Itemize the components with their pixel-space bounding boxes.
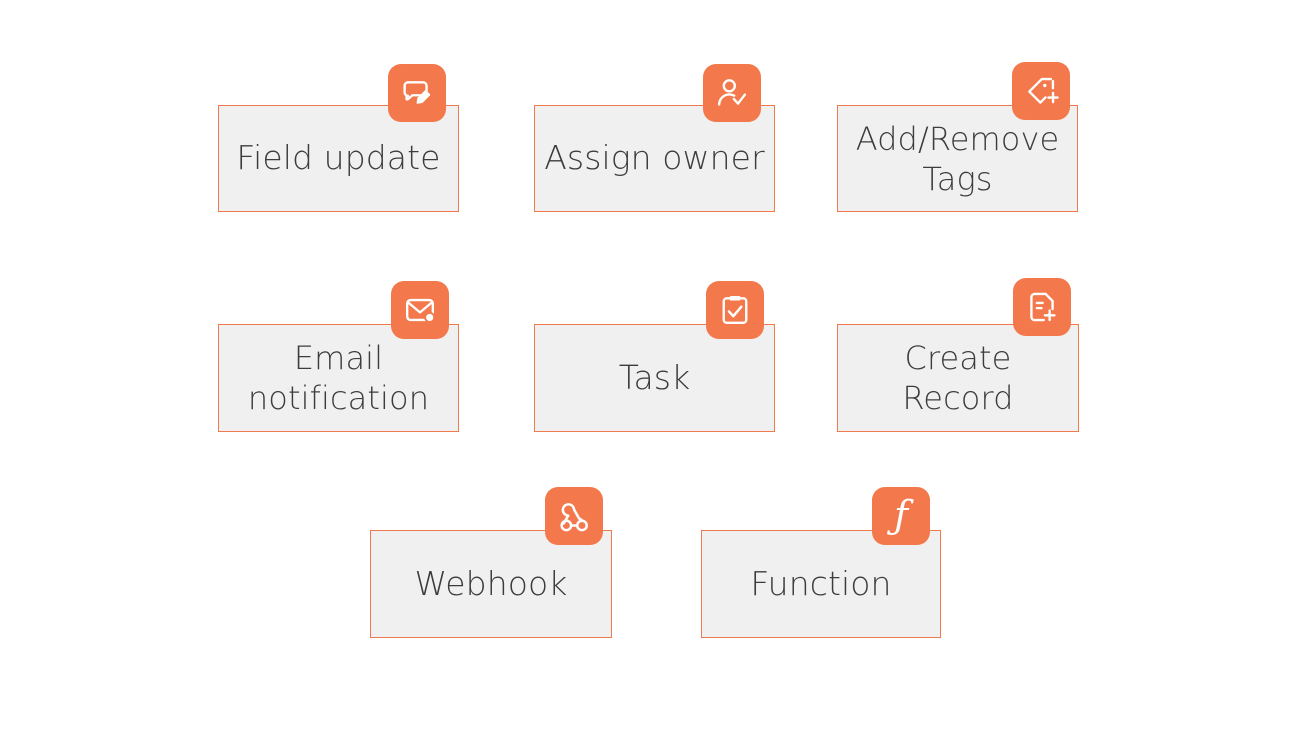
action-card-assign-owner[interactable]: Assign owner — [534, 105, 775, 212]
action-card-email-notification[interactable]: Email notification — [218, 324, 459, 432]
function-symbol-glyph: ƒ — [893, 493, 909, 537]
document-plus-icon — [1013, 278, 1071, 336]
function-f-icon: ƒ — [872, 487, 930, 545]
action-card-function[interactable]: Function — [701, 530, 941, 638]
envelope-alert-icon — [391, 281, 449, 339]
webhook-icon — [545, 487, 603, 545]
user-check-icon — [703, 64, 761, 122]
comment-edit-icon — [388, 64, 446, 122]
action-card-label: Create Record — [902, 339, 1014, 417]
action-card-label: Webhook — [414, 563, 568, 603]
action-card-label: Function — [750, 563, 892, 603]
action-card-task[interactable]: Task — [534, 324, 775, 432]
action-card-webhook[interactable]: Webhook — [370, 530, 612, 638]
clipboard-check-icon — [706, 281, 764, 339]
action-card-label: Task — [618, 357, 691, 397]
action-card-add-remove-tags[interactable]: Add/Remove Tags — [837, 105, 1078, 212]
action-card-label: Assign owner — [544, 138, 765, 178]
action-card-create-record[interactable]: Create Record — [837, 324, 1079, 432]
action-card-label: Add/Remove Tags — [855, 119, 1060, 198]
action-card-label: Field update — [236, 138, 441, 178]
tag-plus-icon — [1012, 62, 1070, 120]
action-card-field-update[interactable]: Field update — [218, 105, 459, 212]
action-card-label: Email notification — [247, 339, 430, 417]
